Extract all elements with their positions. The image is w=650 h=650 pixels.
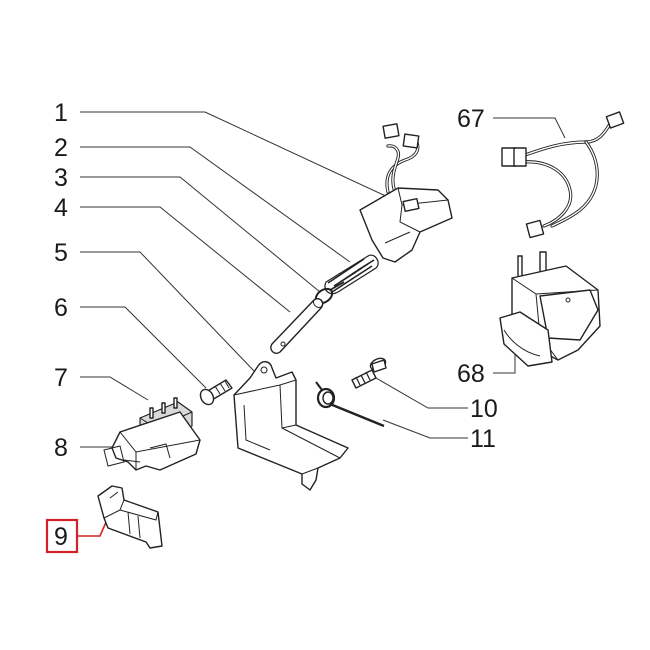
leader-6 — [80, 306, 207, 389]
leader-10 — [375, 377, 468, 409]
part-5-bracket — [233, 361, 349, 491]
callout-1: 1 — [54, 99, 68, 127]
leader-2 — [80, 146, 351, 263]
part-6-screw — [199, 379, 233, 406]
leader-7 — [80, 376, 149, 401]
leader-11 — [382, 419, 468, 439]
leader-68 — [493, 348, 516, 374]
part-4-pin — [270, 297, 324, 354]
callout-4: 4 — [54, 194, 68, 222]
callout-3: 3 — [54, 164, 68, 192]
callout-11: 11 — [470, 425, 496, 453]
part-2-spring — [324, 254, 379, 295]
callout-10: 10 — [470, 395, 498, 423]
leader-5 — [80, 251, 256, 373]
part-67-wire-harness — [501, 111, 625, 239]
callout-8: 8 — [54, 434, 68, 462]
callout-9: 9 — [54, 523, 68, 551]
part-9-clip — [97, 485, 163, 549]
leader-3 — [80, 176, 321, 293]
part-11-torsion-spring — [315, 381, 385, 428]
callout-2: 2 — [54, 134, 68, 162]
callout-68: 68 — [457, 360, 485, 388]
callout-5: 5 — [54, 239, 68, 267]
part-8-switch-holder — [103, 411, 201, 471]
part-10-screw — [351, 357, 387, 389]
part-68-coil — [499, 251, 601, 367]
part-1-switch-housing — [359, 123, 453, 263]
leader-lines — [78, 111, 566, 537]
callout-9-highlight-box — [45, 518, 79, 554]
leader-1 — [80, 111, 391, 199]
callout-67: 67 — [457, 105, 485, 133]
leader-4 — [80, 206, 291, 313]
callout-7: 7 — [54, 364, 68, 392]
callout-labels: 1 2 3 4 5 6 7 8 9 10 11 67 68 — [45, 99, 498, 554]
callout-6: 6 — [54, 294, 68, 322]
leader-67 — [493, 117, 566, 139]
